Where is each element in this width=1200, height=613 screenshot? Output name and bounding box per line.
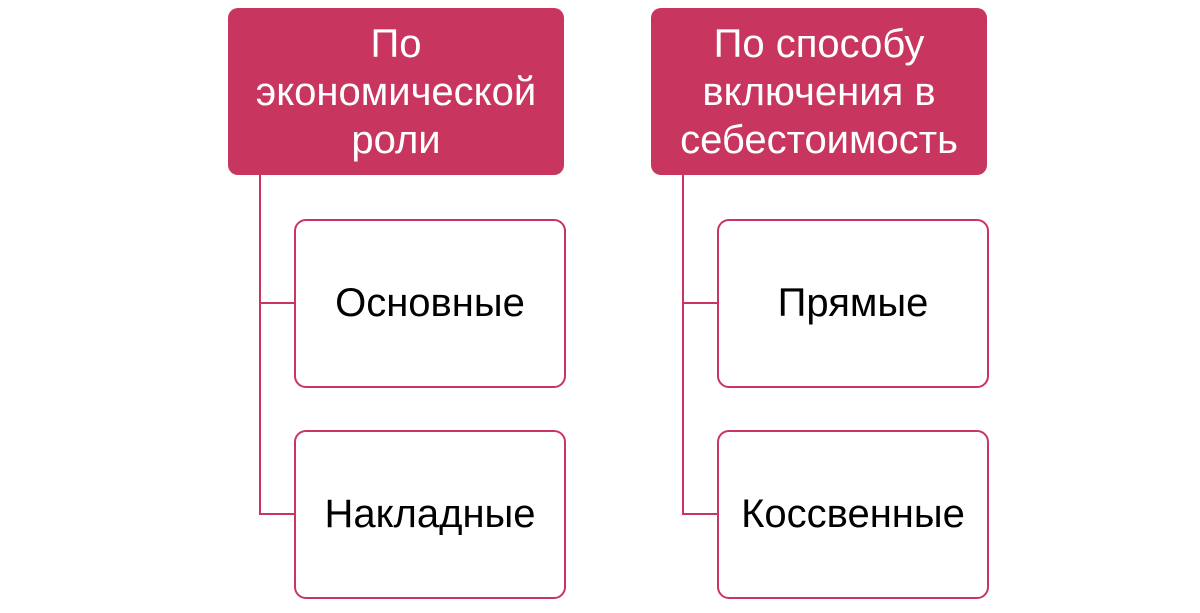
group-1-header: По экономической роли (228, 8, 564, 175)
group-2-trunk-line (682, 175, 684, 515)
group-2-child-1-label: Прямые (777, 281, 929, 325)
group-2-branch-line-1 (682, 302, 718, 304)
group-2-child-2-label: Коссвенные (741, 492, 965, 536)
group-2-child-1: Прямые (717, 219, 989, 388)
group-2-header-label: По способу включения в себестоимость (680, 21, 958, 162)
group-1-child-2-label: Накладные (324, 492, 536, 536)
group-1-child-1: Основные (294, 219, 566, 388)
group-1-branch-line-1 (259, 302, 295, 304)
group-2-branch-line-2 (682, 513, 718, 515)
group-1-child-1-label: Основные (335, 281, 525, 325)
group-1-trunk-line (259, 175, 261, 515)
group-1-child-2: Накладные (294, 430, 566, 599)
group-2-child-2: Коссвенные (717, 430, 989, 599)
group-1-header-label: По экономической роли (255, 21, 537, 162)
group-1-branch-line-2 (259, 513, 295, 515)
group-2-header: По способу включения в себестоимость (651, 8, 987, 175)
